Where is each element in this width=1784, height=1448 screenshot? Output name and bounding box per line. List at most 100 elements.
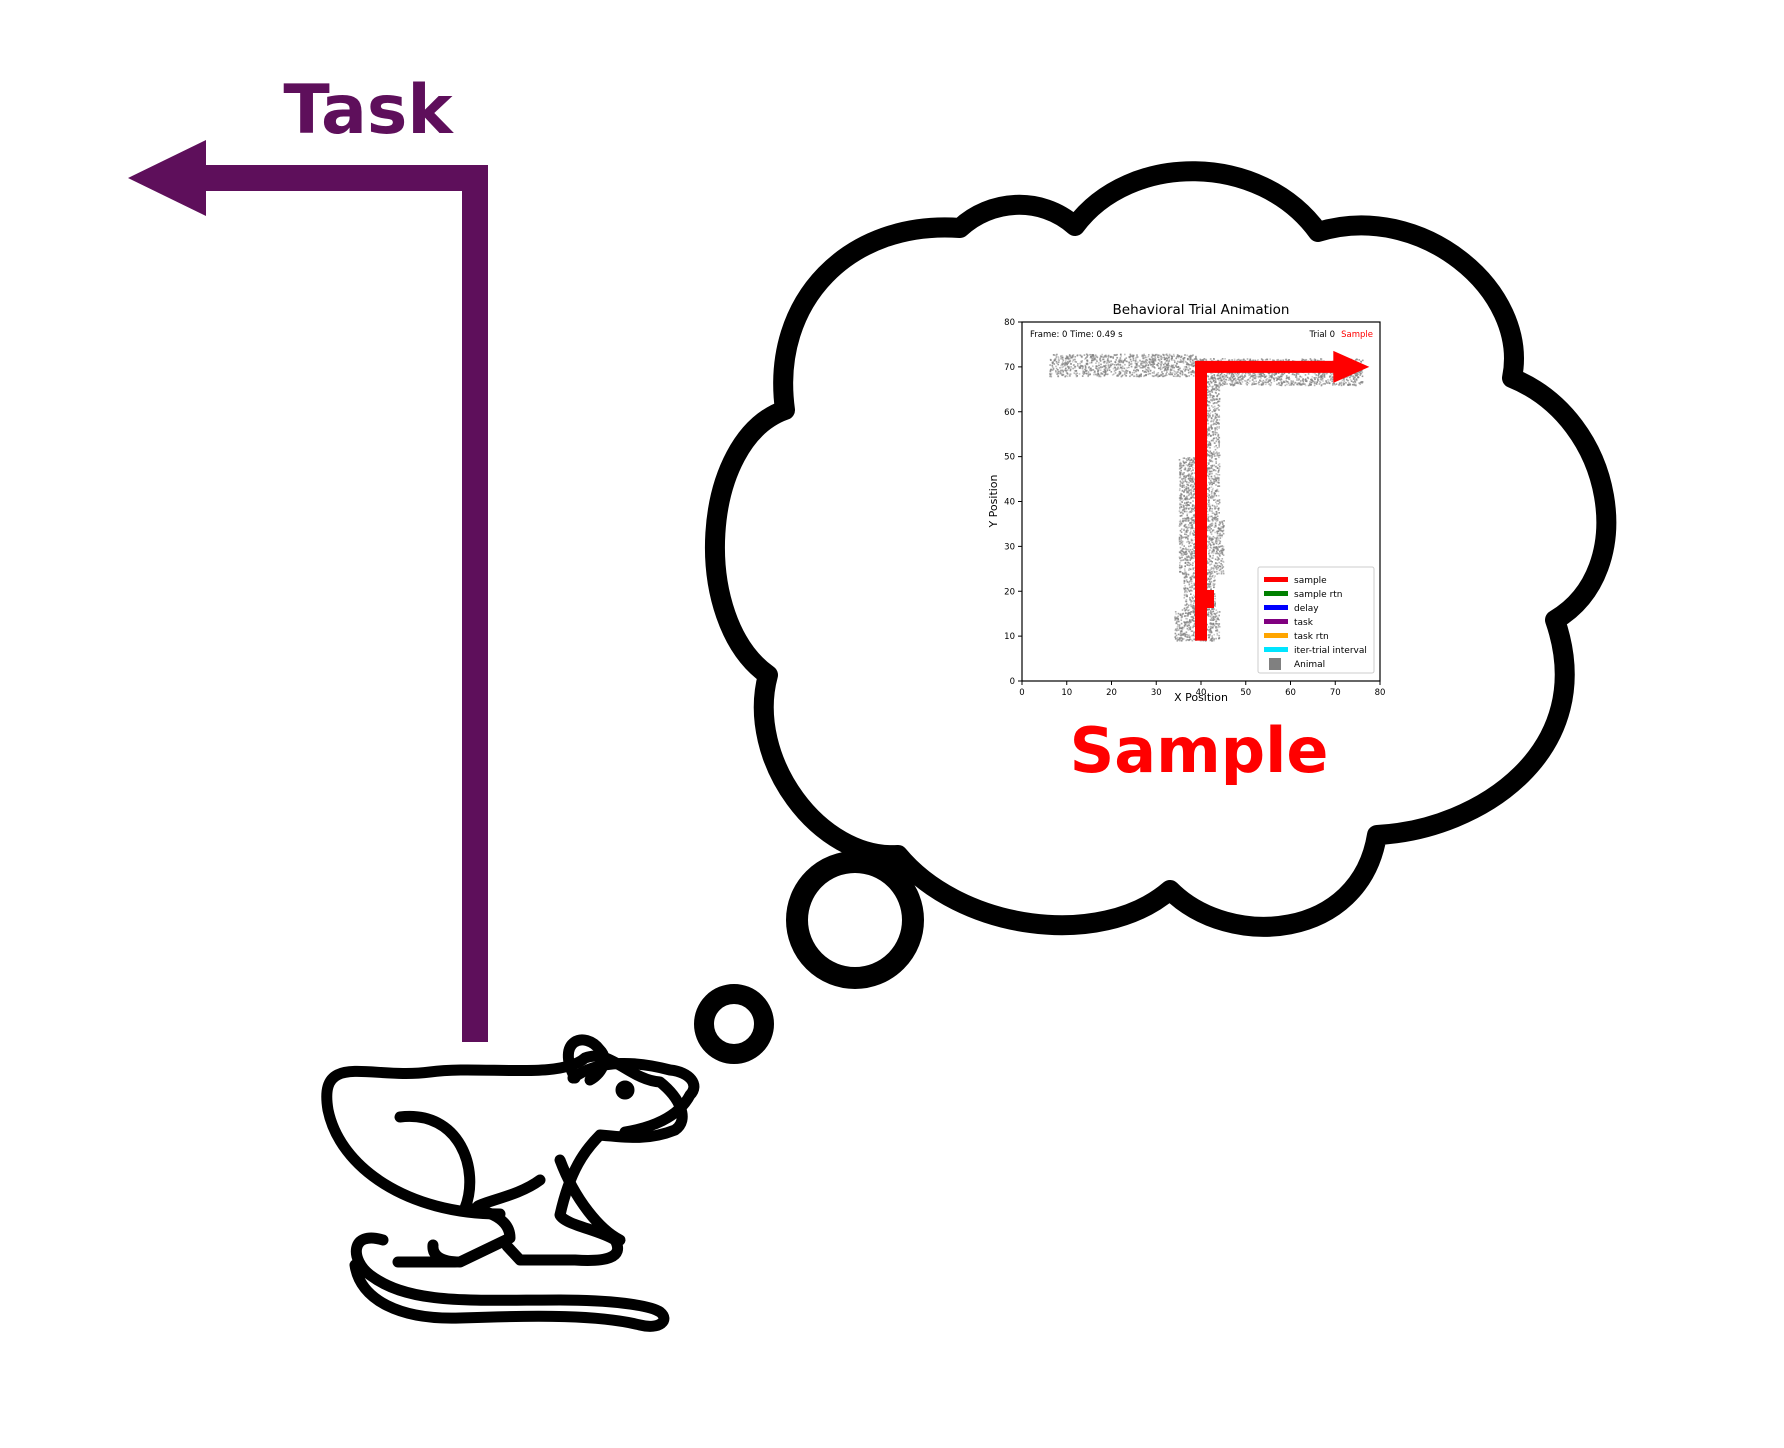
animal-point — [1217, 378, 1219, 380]
animal-point — [1069, 368, 1072, 371]
animal-point — [1177, 371, 1179, 373]
animal-point — [1207, 547, 1209, 550]
animal-point — [1065, 355, 1068, 357]
animal-point — [1211, 472, 1213, 475]
animal-point — [1189, 459, 1191, 462]
animal-point — [1209, 633, 1211, 636]
animal-point — [1290, 384, 1292, 386]
animal-point — [1213, 402, 1216, 404]
animal-point — [1188, 492, 1190, 495]
animal-point — [1183, 597, 1186, 599]
animal-point — [1257, 376, 1260, 379]
animal-point — [1209, 582, 1212, 584]
animal-point — [1192, 486, 1194, 488]
animal-point — [1189, 580, 1191, 583]
animal-point — [1315, 376, 1317, 379]
animal-point — [1183, 594, 1186, 597]
animal-point — [1221, 530, 1224, 533]
animal-point — [1214, 541, 1217, 544]
animal-point — [1192, 494, 1195, 496]
animal-point — [1216, 530, 1219, 533]
animal-point — [1184, 585, 1186, 587]
animal-point — [1218, 477, 1220, 479]
animal-point — [1186, 497, 1189, 500]
animal-point — [1151, 365, 1154, 368]
animal-point — [1159, 366, 1162, 368]
animal-point — [1178, 620, 1180, 623]
animal-point — [1221, 549, 1223, 552]
animal-point — [1206, 399, 1208, 402]
animal-point — [1310, 383, 1312, 386]
animal-point — [1217, 416, 1219, 418]
animal-point — [1217, 372, 1220, 374]
animal-point — [1269, 384, 1271, 387]
animal-point — [1329, 376, 1331, 378]
animal-point — [1189, 613, 1191, 615]
animal-point — [1231, 359, 1233, 361]
animal-point — [1192, 371, 1195, 374]
animal-point — [1349, 383, 1351, 385]
animal-point — [1185, 547, 1187, 549]
animal-point — [1187, 540, 1189, 543]
animal-point — [1193, 557, 1195, 559]
animal-point — [1217, 400, 1220, 403]
animal-point — [1331, 376, 1334, 378]
animal-point — [1085, 368, 1087, 370]
animal-point — [1218, 478, 1220, 481]
animal-point — [1191, 507, 1193, 510]
animal-point — [1311, 376, 1314, 378]
animal-point — [1055, 367, 1058, 370]
animal-point — [1103, 365, 1105, 367]
animal-point — [1219, 550, 1221, 553]
animal-point — [1302, 378, 1304, 380]
animal-point — [1241, 376, 1244, 379]
animal-point — [1162, 363, 1165, 366]
animal-point — [1208, 390, 1210, 393]
animal-point — [1218, 611, 1221, 613]
animal-point — [1233, 360, 1236, 362]
animal-point — [1269, 358, 1271, 360]
animal-point — [1243, 379, 1246, 382]
animal-point — [1178, 637, 1181, 639]
animal-point — [1187, 458, 1190, 460]
animal-point — [1216, 447, 1219, 449]
animal-point — [1188, 612, 1191, 614]
animal-point — [1107, 365, 1110, 367]
animal-point — [1164, 368, 1166, 371]
animal-point — [1179, 494, 1181, 497]
animal-point — [1190, 603, 1192, 606]
animal-point — [1347, 379, 1349, 382]
animal-point — [1353, 376, 1355, 379]
animal-point — [1073, 358, 1076, 361]
animal-point — [1136, 368, 1138, 371]
animal-point — [1184, 489, 1186, 491]
animal-point — [1183, 504, 1185, 507]
animal-point — [1343, 380, 1345, 382]
animal-point — [1067, 362, 1069, 365]
animal-point — [1095, 355, 1098, 358]
animal-point — [1214, 433, 1216, 435]
animal-point — [1218, 507, 1220, 509]
animal-point — [1136, 366, 1138, 369]
animal-point — [1254, 359, 1256, 362]
animal-point — [1190, 509, 1193, 512]
animal-point — [1212, 478, 1215, 481]
animal-point — [1189, 532, 1191, 534]
animal-point — [1359, 370, 1362, 373]
animal-point — [1209, 429, 1211, 432]
animal-point — [1210, 631, 1213, 634]
animal-point — [1183, 593, 1186, 596]
animal-point — [1313, 377, 1316, 379]
animal-point — [1174, 619, 1176, 621]
animal-point — [1273, 380, 1276, 382]
animal-point — [1219, 384, 1221, 386]
animal-point — [1213, 505, 1216, 507]
animal-point — [1123, 373, 1126, 376]
animal-point — [1216, 428, 1218, 431]
animal-point — [1108, 355, 1110, 358]
animal-point — [1189, 355, 1191, 358]
animal-point — [1211, 489, 1214, 491]
task-arrow-shaft — [200, 165, 488, 1042]
animal-point — [1217, 404, 1220, 406]
animal-point — [1213, 374, 1216, 376]
